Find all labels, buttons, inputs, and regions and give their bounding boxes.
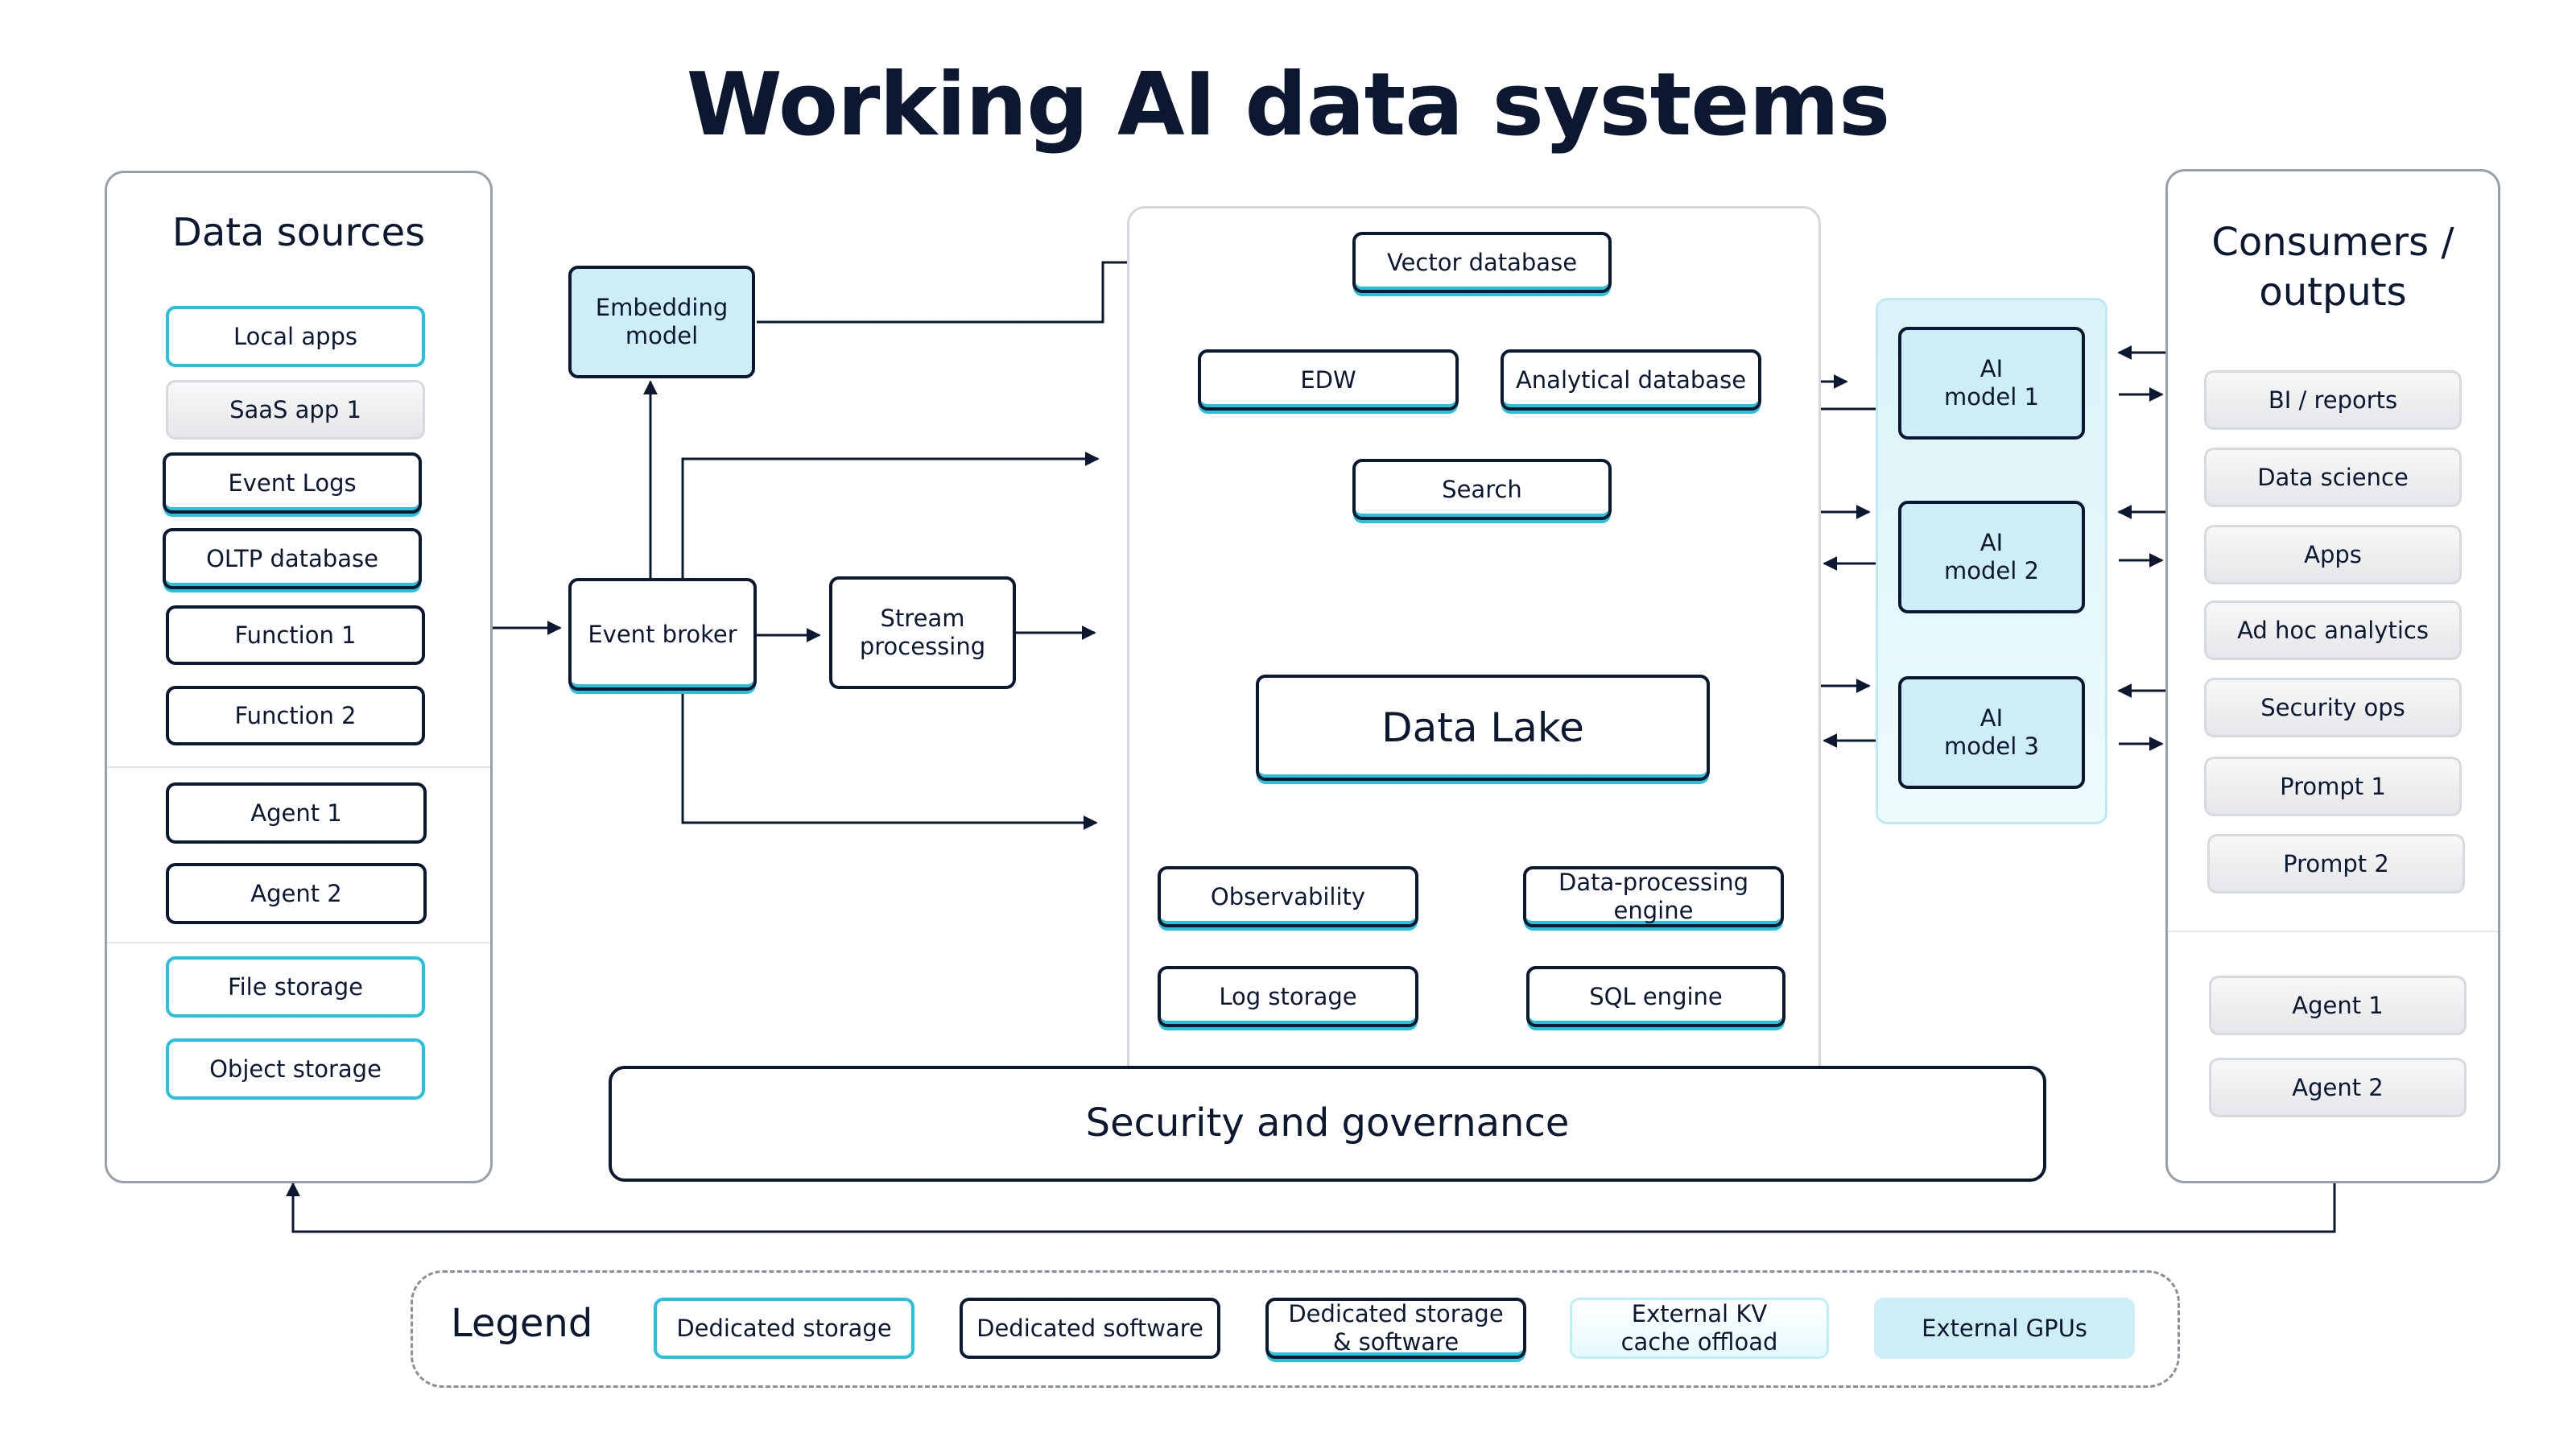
legend-panel [411, 1270, 2180, 1388]
data-sources-title: Data sources [171, 210, 426, 255]
embedding-model: Embedding model [568, 266, 755, 378]
sql-engine: SQL engine [1526, 966, 1785, 1027]
source-local-apps: Local apps [166, 306, 425, 367]
consumer-prompt-1: Prompt 1 [2204, 757, 2462, 816]
data-lake: Data Lake [1256, 675, 1710, 781]
analytical-database: Analytical database [1501, 349, 1761, 411]
ai-model-3: AI model 3 [1898, 676, 2085, 789]
edw: EDW [1198, 349, 1459, 411]
vector-database: Vector database [1352, 232, 1612, 293]
sources-divider-2 [107, 942, 490, 943]
stream-processing: Stream processing [829, 576, 1016, 689]
consumer-bi-reports: BI / reports [2204, 370, 2462, 430]
observability: Observability [1158, 866, 1418, 927]
legend-dedicated-storage: Dedicated storage [654, 1298, 914, 1359]
consumers-title: Consumers / outputs [2211, 220, 2454, 316]
log-storage: Log storage [1158, 966, 1418, 1027]
source-function-2: Function 2 [166, 686, 425, 745]
search: Search [1352, 459, 1612, 520]
legend-dedicated-software: Dedicated software [960, 1298, 1220, 1359]
source-saas-app-1: SaaS app 1 [166, 380, 425, 440]
legend-label: Legend [451, 1301, 593, 1346]
source-file-storage: File storage [166, 956, 425, 1018]
source-event-logs: Event Logs [163, 452, 422, 514]
source-oltp-database: OLTP database [163, 528, 422, 589]
security-and-governance: Security and governance [609, 1066, 2046, 1182]
consumer-prompt-2: Prompt 2 [2207, 834, 2465, 894]
consumer-agent-2: Agent 2 [2209, 1058, 2467, 1117]
data-processing-engine: Data-processing engine [1523, 866, 1784, 927]
legend-external-gpus: External GPUs [1874, 1298, 2135, 1359]
consumer-data-science: Data science [2204, 448, 2462, 507]
feedback-loop-arrow [286, 1182, 2336, 1233]
consumer-agent-1: Agent 1 [2209, 976, 2467, 1035]
broker-bottom-branch-arrow [681, 692, 1098, 830]
source-function-1: Function 1 [166, 605, 425, 665]
broker-top-branch-arrow [681, 452, 1100, 578]
legend-kv-cache-offload: External KV cache offload [1570, 1298, 1829, 1359]
consumer-ad-hoc-analytics: Ad hoc analytics [2204, 601, 2462, 660]
event-broker: Event broker [568, 578, 757, 691]
consumer-apps: Apps [2204, 525, 2462, 584]
source-object-storage: Object storage [166, 1038, 425, 1100]
source-agent-2: Agent 2 [166, 863, 427, 924]
ai-model-1: AI model 1 [1898, 327, 2085, 440]
diagram-title: Working AI data systems [686, 55, 1891, 155]
source-agent-1: Agent 1 [166, 782, 427, 844]
legend-storage-and-software: Dedicated storage & software [1265, 1298, 1526, 1359]
core-platform-panel [1127, 206, 1821, 1092]
ai-model-2: AI model 2 [1898, 501, 2085, 613]
sources-divider-1 [107, 766, 490, 768]
consumer-security-ops: Security ops [2204, 678, 2462, 737]
consumers-divider [2168, 931, 2498, 932]
